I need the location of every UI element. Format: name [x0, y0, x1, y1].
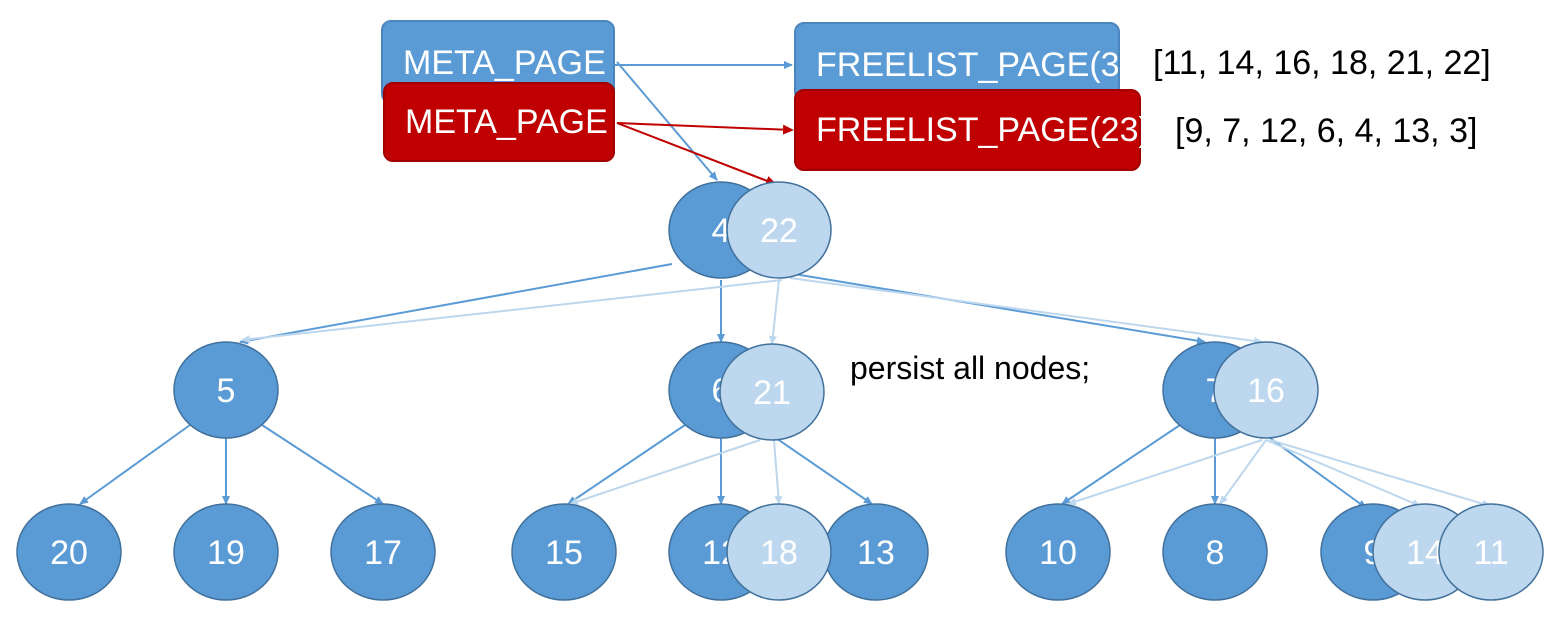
tree-node-label: 20 — [50, 534, 88, 572]
tree-node-10: 10 — [1005, 503, 1111, 601]
freelist-new-ids: [9, 7, 12, 6, 4, 13, 3] — [1175, 112, 1478, 150]
meta-page-old-label: META_PAGE — [403, 44, 606, 82]
edge-n7-n9 — [1251, 424, 1367, 509]
tree-node-15: 15 — [511, 503, 617, 601]
tree-node-19: 19 — [173, 503, 279, 601]
tree-node-label: 19 — [207, 534, 245, 572]
tree-node-circle — [726, 503, 832, 601]
edge-n22-n21 — [768, 279, 780, 345]
tree-node-circle — [1438, 503, 1544, 601]
edge-n7-n10 — [1061, 424, 1181, 505]
tree-node-16: 16 — [1213, 341, 1319, 439]
tree-node-18: 18 — [726, 503, 832, 601]
tree-node-5: 5 — [173, 341, 279, 439]
freelist-old-ids: [11, 14, 16, 18, 21, 22] — [1153, 44, 1491, 82]
tree-node-circle — [1005, 503, 1111, 601]
nodes-layer: 45672019171512131089222116181411 — [16, 181, 1544, 601]
edge-meta-new-root — [616, 122, 777, 186]
tree-node-label: 16 — [1247, 372, 1285, 410]
edge-n5-n17 — [261, 424, 384, 505]
meta-page-new-label: META_PAGE — [405, 102, 608, 141]
edge-n16-n14 — [1265, 439, 1421, 507]
tree-node-label: 18 — [760, 534, 798, 572]
freelist-page-old: FREELIST_PAGE(3) — [794, 22, 1131, 102]
tree-node-label: 5 — [217, 372, 236, 410]
tree-node-20: 20 — [16, 503, 122, 601]
tree-node-label: 10 — [1039, 534, 1077, 572]
meta-page-new: META_PAGE — [383, 82, 615, 162]
persist-note: persist all nodes; — [850, 350, 1091, 386]
tree-node-circle — [511, 503, 617, 601]
edge-n6-n15 — [567, 424, 686, 505]
tree-node-circle — [16, 503, 122, 601]
tree-node-label: 15 — [545, 534, 583, 572]
edge-meta-old-root — [616, 61, 718, 181]
edge-n21-n15 — [569, 439, 761, 506]
tree-node-8: 8 — [1162, 503, 1268, 601]
tree-node-circle — [726, 181, 832, 279]
tree-node-label: 17 — [364, 534, 402, 572]
tree-node-circle — [1162, 503, 1268, 601]
tree-node-label: 8 — [1206, 534, 1225, 572]
edges-layer — [79, 61, 1491, 509]
edge-n22-n5 — [241, 279, 783, 344]
tree-node-label: 13 — [857, 534, 895, 572]
freelist-page-old-label: FREELIST_PAGE(3) — [816, 46, 1131, 84]
tree-node-circle — [330, 503, 436, 601]
tree-node-17: 17 — [330, 503, 436, 601]
tree-node-circle — [173, 503, 279, 601]
tree-node-label: 14 — [1406, 534, 1444, 572]
edge-n4-n7 — [769, 269, 1206, 345]
edge-n5-n20 — [79, 424, 191, 505]
tree-node-label: 22 — [760, 212, 798, 250]
tree-node-circle — [719, 343, 825, 441]
tree-node-circle — [1213, 341, 1319, 439]
edge-n16-n8 — [1219, 439, 1267, 505]
edge-n16-n10 — [1067, 439, 1263, 506]
tree-node-22: 22 — [726, 181, 832, 279]
edge-n16-n11 — [1269, 439, 1491, 508]
tree-node-label: 4 — [712, 212, 731, 250]
edge-n4-n5 — [239, 263, 673, 345]
tree-node-label: 21 — [753, 374, 791, 412]
freelist-page-new-label: FREELIST_PAGE(23) — [816, 110, 1150, 149]
edge-n22-n16 — [789, 277, 1263, 345]
edge-n21-n18 — [773, 439, 783, 505]
freelist-page-new: FREELIST_PAGE(23) — [794, 89, 1150, 171]
tree-node-11: 11 — [1438, 503, 1544, 601]
tree-node-21: 21 — [719, 343, 825, 441]
tree-node-13: 13 — [823, 503, 929, 601]
tree-node-circle — [173, 341, 279, 439]
edge-meta-new-freelist — [616, 122, 794, 135]
tree-node-label: 11 — [1473, 534, 1508, 572]
